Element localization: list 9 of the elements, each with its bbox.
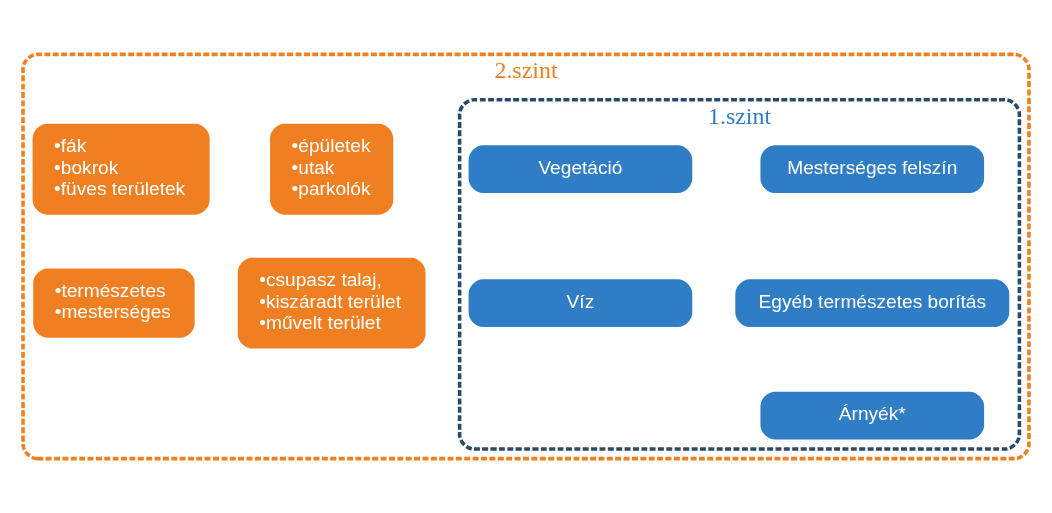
node-box: Egyéb természetes borítás [735, 279, 1010, 328]
node-box: Vegetáció [468, 145, 693, 194]
node-box: •természetes •mesterséges [33, 268, 195, 338]
node-box: •fák •bokrok •füves területek [32, 123, 210, 215]
node-box: •épületek •utak •parkolók [270, 123, 394, 215]
node-box: Mesterséges felszín [760, 145, 985, 194]
node-box: •csupasz talaj, •kiszáradt terület •művelt terület [237, 257, 426, 349]
node-box: Árnyék* [760, 391, 985, 440]
node-box: Víz [468, 279, 693, 328]
